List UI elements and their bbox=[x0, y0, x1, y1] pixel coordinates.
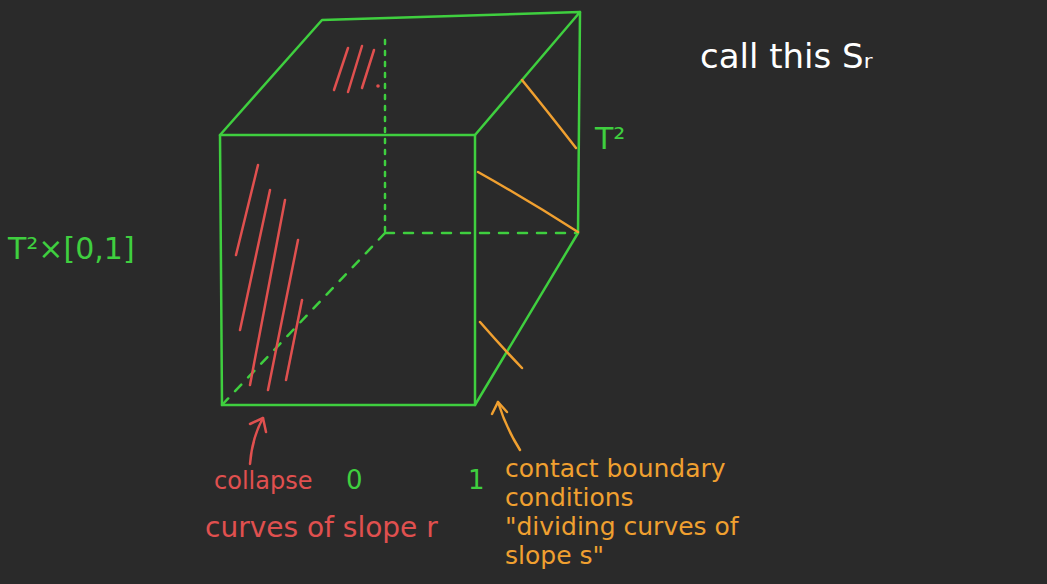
hatch-line bbox=[236, 165, 258, 255]
collapse-note: curves of slope r bbox=[205, 512, 438, 544]
dividing-curve bbox=[480, 322, 522, 368]
arrow-shaft bbox=[250, 418, 263, 464]
dividing-curves bbox=[478, 80, 578, 368]
hidden-edge bbox=[222, 233, 385, 405]
interval-end: 0 bbox=[346, 466, 363, 496]
torus-label: T² bbox=[595, 122, 625, 157]
hidden-edge bbox=[385, 232, 578, 235]
hatch-line bbox=[362, 50, 374, 88]
interval-end: 1 bbox=[468, 466, 485, 496]
boundary-note: contact boundary conditions bbox=[505, 455, 770, 513]
arrow-shaft bbox=[498, 402, 520, 450]
dividing-curve bbox=[478, 172, 578, 232]
hatch-line bbox=[250, 200, 285, 385]
right-face-edges bbox=[475, 12, 580, 405]
boundary-note: "dividing curves of slope s" bbox=[505, 513, 770, 571]
contact-arrow bbox=[492, 402, 520, 450]
hatch-line bbox=[348, 46, 362, 92]
hatch-line bbox=[286, 300, 302, 380]
arrow-head bbox=[492, 402, 507, 414]
name-note: call this Sᵣ bbox=[700, 24, 900, 89]
hidden-edge bbox=[384, 40, 387, 233]
collapse-arrow bbox=[250, 418, 266, 464]
arrow-head bbox=[250, 418, 266, 432]
slope-r-hatching bbox=[236, 46, 380, 390]
front-face bbox=[220, 135, 475, 405]
collapse-note: collapse bbox=[214, 468, 312, 496]
cube-edges bbox=[220, 12, 580, 405]
product-label: T²×[0,1] bbox=[8, 232, 135, 267]
dividing-curve bbox=[522, 80, 576, 148]
top-face bbox=[220, 12, 580, 135]
hatch-line bbox=[268, 240, 298, 390]
hatch-dot bbox=[376, 84, 380, 88]
hatch-line bbox=[334, 48, 348, 90]
